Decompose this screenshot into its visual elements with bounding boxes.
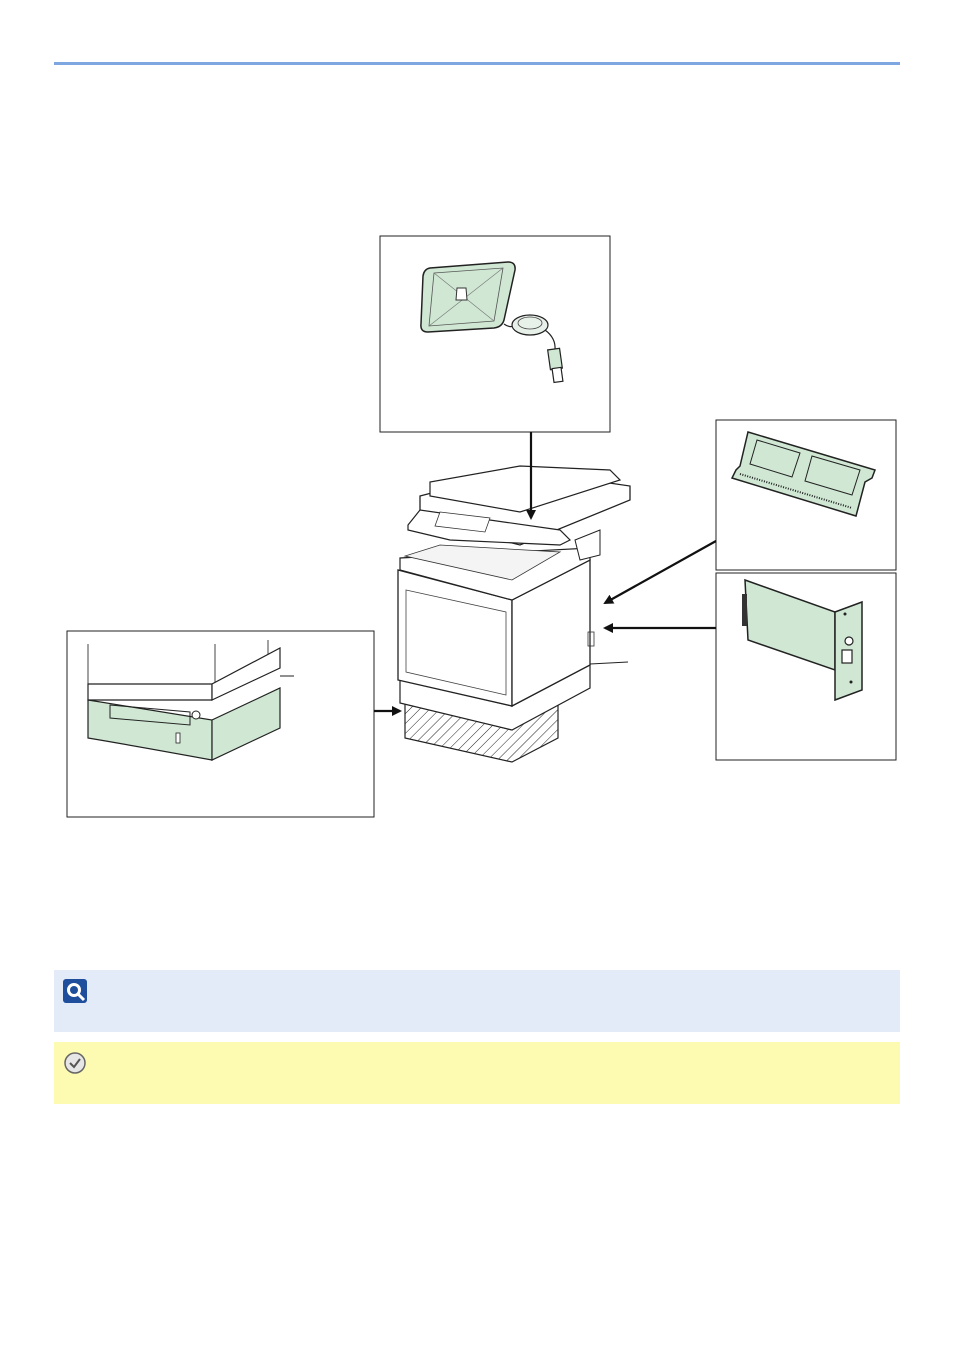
note-icon [63,979,87,1003]
note-box [54,970,900,1032]
card-reader-inset [379,235,611,433]
network-interface-kit-image [742,578,863,702]
header-rule [54,62,900,65]
paper-feeder-inset [66,630,375,818]
check-circle-icon [64,1052,86,1074]
important-box [54,1042,900,1104]
memory-arrow [603,540,717,604]
network-interface-kit-inset [715,572,897,761]
main-machine [397,465,631,763]
card-reader-image [420,261,564,384]
memory-module-inset [715,419,897,571]
paper-feeder-image [87,640,294,761]
memory-module-image [730,431,876,517]
